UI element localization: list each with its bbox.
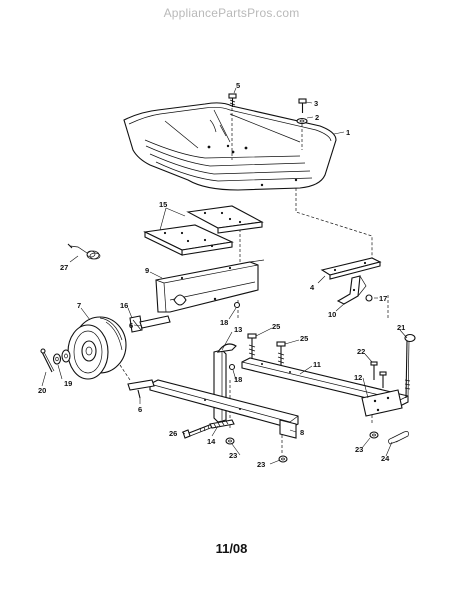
spring-pin-14 (209, 419, 235, 429)
callout-13: 13 (234, 325, 242, 334)
callout-1: 1 (346, 128, 350, 137)
leader-lines (41, 87, 408, 465)
hitch-rod-21 (404, 333, 416, 399)
nut-23-a (225, 437, 235, 445)
frame-rail-11 (241, 357, 409, 407)
bolt-22 (370, 361, 387, 388)
bracket-10 (336, 275, 367, 305)
callout-27: 27 (60, 263, 68, 272)
callout-5: 5 (236, 81, 240, 90)
bolt-26 (182, 423, 214, 439)
callout-25-right: 25 (300, 334, 308, 343)
callout-25-left: 25 (272, 322, 280, 331)
callout-18-lower: 18 (234, 375, 242, 384)
nut-23-c (369, 431, 379, 439)
cotter-pin-20 (40, 348, 55, 373)
watermark-text: AppliancePartsPros.com (163, 6, 300, 20)
callout-24: 24 (381, 454, 390, 463)
callout-labels: 1 2 3 5 15 27 9 7 16 6 4 10 17 18 13 25 … (38, 81, 405, 469)
axle-6-upper (139, 315, 171, 329)
wheel-7 (67, 316, 127, 380)
bolt-25-left (247, 333, 257, 360)
nut-23-b (278, 455, 288, 463)
axle-6-lower (127, 379, 155, 391)
callout-20: 20 (38, 386, 46, 395)
bracket-4 (320, 257, 382, 280)
callout-6-upper: 6 (129, 321, 133, 330)
tub-hopper (123, 102, 337, 191)
callout-2: 2 (315, 113, 319, 122)
bolt-25-right (276, 341, 286, 368)
nut-18-lower (228, 363, 236, 371)
callout-16: 16 (120, 301, 128, 310)
callout-7: 7 (77, 301, 81, 310)
bracket-16 (129, 315, 143, 333)
bolt-3 (298, 98, 307, 113)
callout-6-lower: 6 (138, 405, 142, 414)
callout-3: 3 (314, 99, 318, 108)
callout-23-a: 23 (229, 451, 237, 460)
callout-26: 26 (169, 429, 177, 438)
plate-12 (361, 389, 403, 417)
callout-23-b: 23 (257, 460, 265, 469)
callout-19: 19 (64, 379, 72, 388)
tongue-8 (149, 379, 299, 439)
revision-date: 11/08 (215, 541, 248, 556)
callout-9: 9 (145, 266, 149, 275)
callout-14: 14 (207, 437, 216, 446)
nut-18-upper (233, 301, 241, 309)
washer-2 (296, 117, 308, 125)
callout-11: 11 (313, 360, 321, 369)
callout-10: 10 (328, 310, 336, 319)
callout-18-upper: 18 (220, 318, 228, 327)
callout-12: 12 (354, 373, 362, 382)
callout-17: 17 (379, 294, 387, 303)
hairpin-clip-24 (388, 431, 409, 445)
nut-17 (365, 294, 373, 302)
callout-23-c: 23 (355, 445, 363, 454)
callout-15: 15 (159, 200, 167, 209)
washers-19 (52, 349, 71, 365)
axle-channel (155, 259, 265, 313)
wire-coil-27 (67, 243, 101, 260)
bolt-5 (228, 93, 237, 107)
callout-8: 8 (300, 428, 304, 437)
callout-4: 4 (310, 283, 315, 292)
callout-22: 22 (357, 347, 365, 356)
callout-21: 21 (397, 323, 405, 332)
deflector-plates (143, 205, 264, 256)
